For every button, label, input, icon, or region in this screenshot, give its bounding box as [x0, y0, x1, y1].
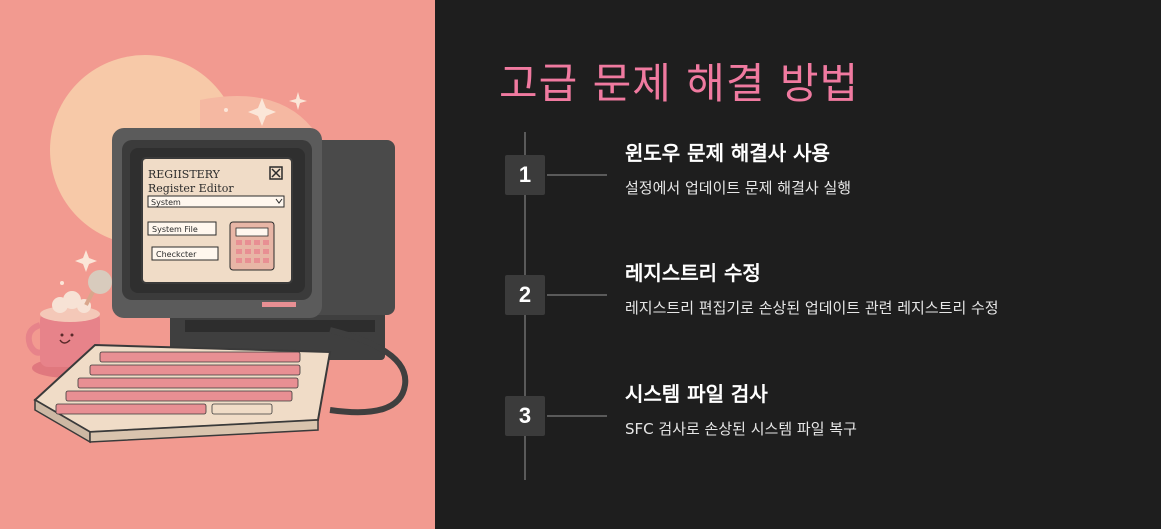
step-title: 시스템 파일 검사: [625, 382, 768, 406]
close-x-icon: [271, 168, 281, 178]
step-description: SFC 검사로 손상된 시스템 파일 복구: [625, 420, 857, 438]
file-cabinet-icon: [229, 221, 275, 271]
plant-icon: [88, 270, 112, 294]
step-description: 설정에서 업데이트 문제 해결사 실행: [625, 179, 852, 197]
dropdown-value: System: [151, 198, 181, 207]
step-connector: [547, 294, 607, 296]
cable: [329, 327, 409, 416]
sparkle-icons: [60, 92, 307, 285]
keyboard-icon: [33, 343, 332, 444]
step-title: 레지스트리 수정: [625, 261, 761, 285]
system-file-button: [147, 221, 217, 236]
screen-title: REGIISTERY: [148, 168, 221, 181]
step-item: 1 윈도우 문제 해결사 사용 설정에서 업데이트 문제 해결사 실행: [435, 141, 1161, 235]
system-file-label: System File: [152, 225, 198, 234]
window-close-icon: [269, 166, 283, 180]
sparkle-icon: [248, 98, 276, 126]
dropdown: [147, 195, 285, 208]
sparkle-dot-icon: [60, 281, 64, 285]
retro-computer-illustration: REGIISTERY Register Editor System System…: [25, 55, 409, 444]
step-number-badge: 2: [505, 275, 545, 315]
screen-subtitle: Register Editor: [148, 182, 234, 195]
page-title: 고급 문제 해결 방법: [499, 59, 860, 108]
sparkle-icon: [75, 250, 97, 272]
step-number-badge: 1: [505, 155, 545, 195]
step-item: 2 레지스트리 수정 레지스트리 편집기로 손상된 업데이트 관련 레지스트리 …: [435, 261, 1161, 355]
step-connector: [547, 415, 607, 417]
checker-label: Checkcter: [156, 250, 197, 259]
step-number-badge: 3: [505, 396, 545, 436]
content-panel: 고급 문제 해결 방법 1 윈도우 문제 해결사 사용 설정에서 업데이트 문제…: [435, 0, 1161, 529]
power-led: [262, 302, 296, 307]
step-connector: [547, 174, 607, 176]
base-slot: [185, 320, 375, 332]
sparkle-dot-icon: [224, 108, 228, 112]
sparkle-icon: [289, 92, 307, 110]
step-title: 윈도우 문제 해결사 사용: [625, 141, 830, 165]
checker-button: [151, 246, 219, 261]
illustration-panel: REGIISTERY Register Editor System System…: [0, 0, 435, 529]
chevron-down-icon: [275, 198, 283, 204]
step-item: 3 시스템 파일 검사 SFC 검사로 손상된 시스템 파일 복구: [435, 382, 1161, 476]
step-description: 레지스트리 편집기로 손상된 업데이트 관련 레지스트리 수정: [625, 299, 999, 317]
